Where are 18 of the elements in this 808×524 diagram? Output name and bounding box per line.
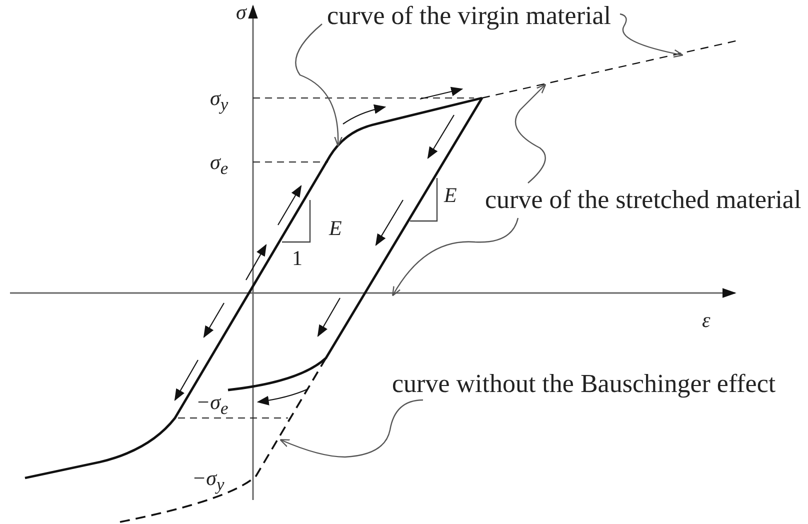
slope-label: 1	[292, 246, 302, 270]
tick-label: σ$_{y}$	[210, 86, 228, 116]
leader-line	[620, 13, 684, 58]
axis-label: σ	[236, 0, 246, 24]
leader-line	[295, 24, 342, 146]
tick-label: σ$_{e}$	[210, 150, 228, 180]
leader-line	[280, 399, 424, 458]
slope-label: E	[329, 216, 342, 240]
slope-label: E	[444, 183, 457, 207]
tick-label: −σ$_{e}$	[196, 390, 228, 420]
axis-label: ε	[702, 308, 710, 332]
dashed-curve	[120, 358, 327, 523]
leader-line	[514, 84, 546, 184]
tick-label: −σ$_{y}$	[192, 466, 224, 496]
callout-label: curve of the virgin material	[327, 2, 611, 30]
callout-label: curve without the Bauschinger effect	[392, 370, 776, 398]
callout-label: curve of the stretched material	[485, 186, 802, 214]
leader-line	[392, 218, 519, 296]
